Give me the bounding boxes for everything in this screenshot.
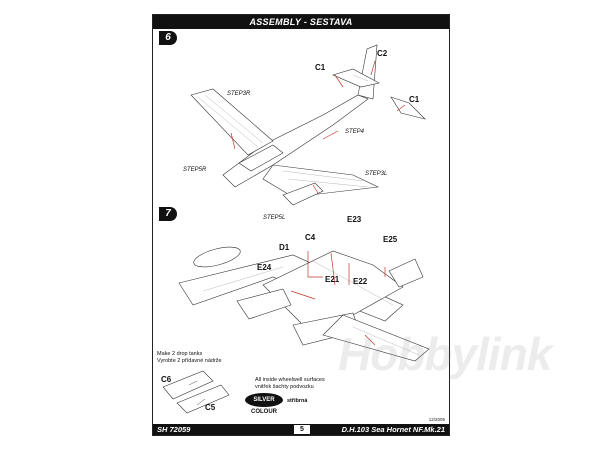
step-label-5r: STEP5R <box>183 167 207 173</box>
colour-label: COLOUR <box>251 409 277 415</box>
drop-tank-note-en: Make 2 drop tanks <box>157 351 203 357</box>
part-label-c5: C5 <box>205 403 216 412</box>
part-label-e25: E25 <box>383 235 398 244</box>
step-label-3r: STEP3R <box>227 91 251 97</box>
part-label-e21: E21 <box>325 275 340 284</box>
step-6-badge: 6 <box>159 31 177 45</box>
part-label-c6: C6 <box>161 375 172 384</box>
drop-tank-note-cz: Vyrobte 2 přídavné nádrže <box>157 358 222 364</box>
part-label-e23: E23 <box>347 215 362 224</box>
wheelwell-note-colour-cz: stříbrná <box>287 398 308 404</box>
part-label-d1: D1 <box>279 243 290 252</box>
part-label-e22: E22 <box>353 277 368 286</box>
part-label-c1-left: C1 <box>315 63 326 72</box>
part-label-e24: E24 <box>257 263 272 272</box>
step-7-badge: 7 <box>159 207 177 221</box>
step-label-4: STEP4 <box>345 129 365 135</box>
watermark-logo: Hobbylink <box>338 328 552 380</box>
model-name: D.H.103 Sea Hornet NF.Mk.21 <box>341 425 445 434</box>
assembly-header: ASSEMBLY - SESTAVA <box>153 15 449 29</box>
print-date-code: 12/2005 <box>428 417 445 422</box>
part-label-c2: C2 <box>377 49 388 58</box>
silver-colour-chip: SILVER <box>245 393 283 407</box>
step-label-3l: STEP3L <box>365 171 388 177</box>
instruction-sheet: ASSEMBLY - SESTAVA 6 7 <box>152 14 552 436</box>
step-6-drawing <box>162 44 430 414</box>
part-label-c1-right: C1 <box>409 95 420 104</box>
wheelwell-note-cz: vnitřek šachty podvozku <box>255 384 314 390</box>
step-label-5l: STEP5L <box>263 215 286 221</box>
part-label-c4: C4 <box>305 233 316 242</box>
page-number: 5 <box>294 425 310 434</box>
kit-code: SH 72059 <box>157 425 191 434</box>
wheelwell-note-en: All inside wheelwell surfaces <box>255 377 325 383</box>
